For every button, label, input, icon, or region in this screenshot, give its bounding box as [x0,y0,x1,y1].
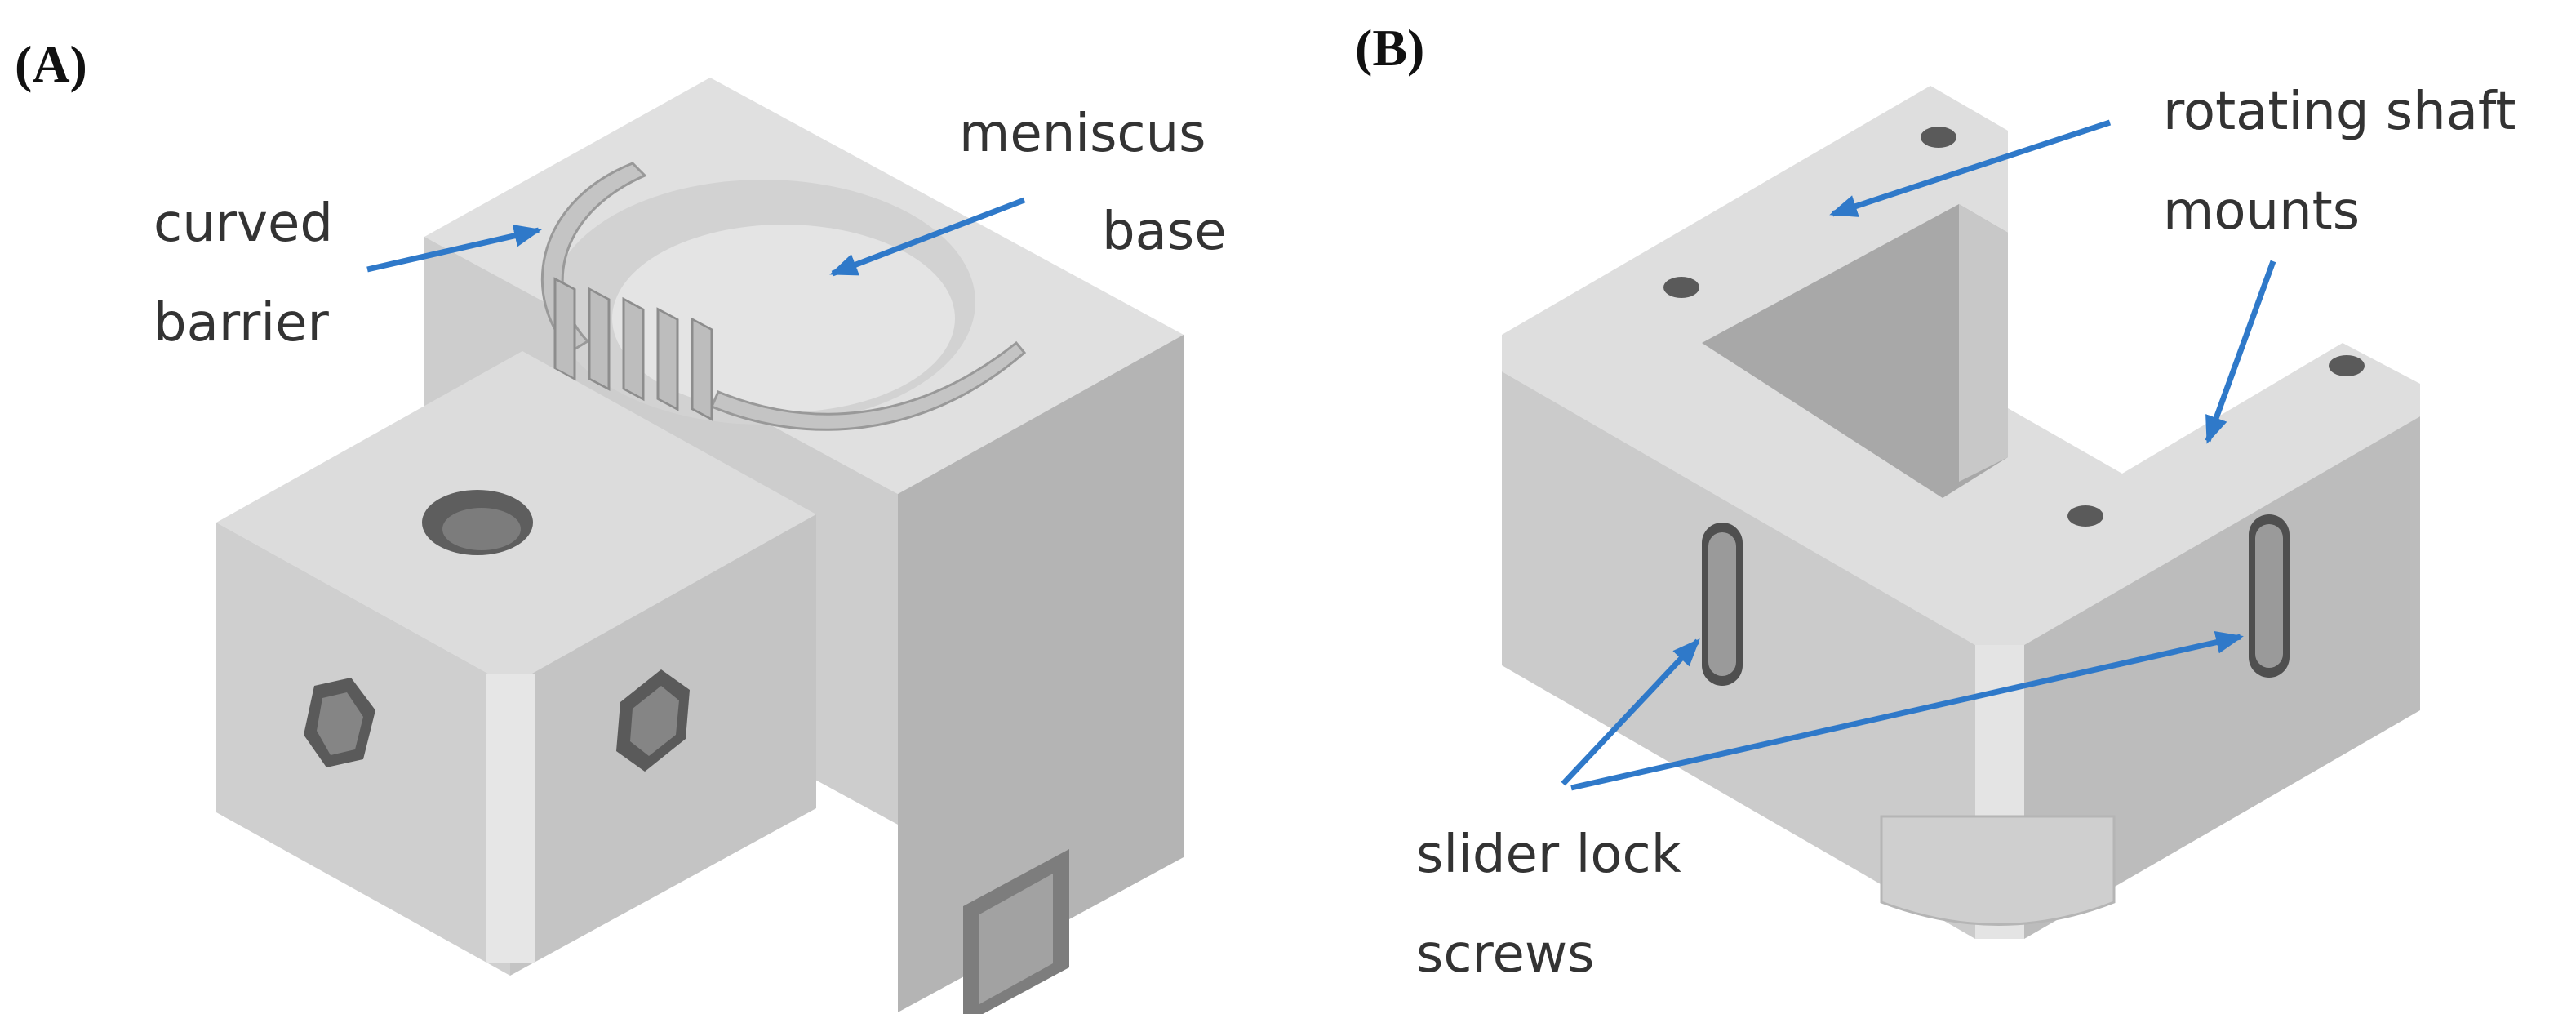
panel-a-letter: (A) [15,35,87,93]
curved-barrier [540,162,647,353]
shaft-mount-hole-4 [2067,505,2103,527]
hex-hole-left-inner [317,692,363,755]
slider-lock-arrow-2 [1570,630,2244,791]
shaft-mount-hole-3 [2329,355,2365,376]
meniscus-base-label-line1: meniscus [959,104,1206,164]
rotating-shaft-arrow-2 [2205,260,2276,444]
slider-lock-screws-label-line1: slider lock [1416,825,1681,885]
barrier-teeth [553,277,713,421]
slider-slot-left-inner [1708,532,1736,676]
rear-block-notch-inner [979,874,1053,1004]
slider-lock-screws-label: slider lock screws [1416,825,1698,985]
curved-barrier-label-line1: curved [153,193,333,254]
part-a-drawing [216,78,1184,1014]
shaft-mount-hole-2 [1663,277,1699,298]
panel-b-letter: (B) [1355,19,1424,77]
part-b-drawing [1502,86,2420,939]
u-frame-opening [1702,204,2008,498]
curved-barrier-label-line2: barrier [153,293,330,354]
rotating-shaft-arrow-1 [1829,119,2112,217]
panel-b: (B) rotat [1355,19,2533,985]
panel-a: (A) [15,35,1227,1014]
hex-hole-right-inner [630,686,679,756]
curved-barrier-right [710,340,1027,431]
meniscus-base-label: meniscus base [959,104,1227,262]
curved-barrier-arrow [366,225,542,273]
rotating-shaft-mounts-label-line1: rotating shaft [2163,82,2516,142]
rear-block-right-face [898,335,1184,1012]
front-cube-top-hole-inner [442,508,521,550]
u-frame-right-face [2024,416,2420,939]
front-cube-edge [486,674,535,963]
u-frame-bottom-tab [1880,815,2116,926]
slider-slot-right-inner [2255,524,2283,668]
rotating-shaft-mounts-label: rotating shaft mounts [2163,82,2533,242]
shaft-mount-hole-1 [1921,127,1956,148]
meniscus-base-label-line2: base [1102,202,1227,262]
u-frame-opening-wall [1959,204,2008,482]
meniscus-base-arrow [829,197,1026,277]
slider-lock-arrow-1 [1561,638,1700,786]
rotating-shaft-mounts-label-line2: mounts [2163,181,2360,242]
curved-barrier-label: curved barrier [153,193,349,354]
slider-lock-screws-label-line2: screws [1416,924,1595,985]
